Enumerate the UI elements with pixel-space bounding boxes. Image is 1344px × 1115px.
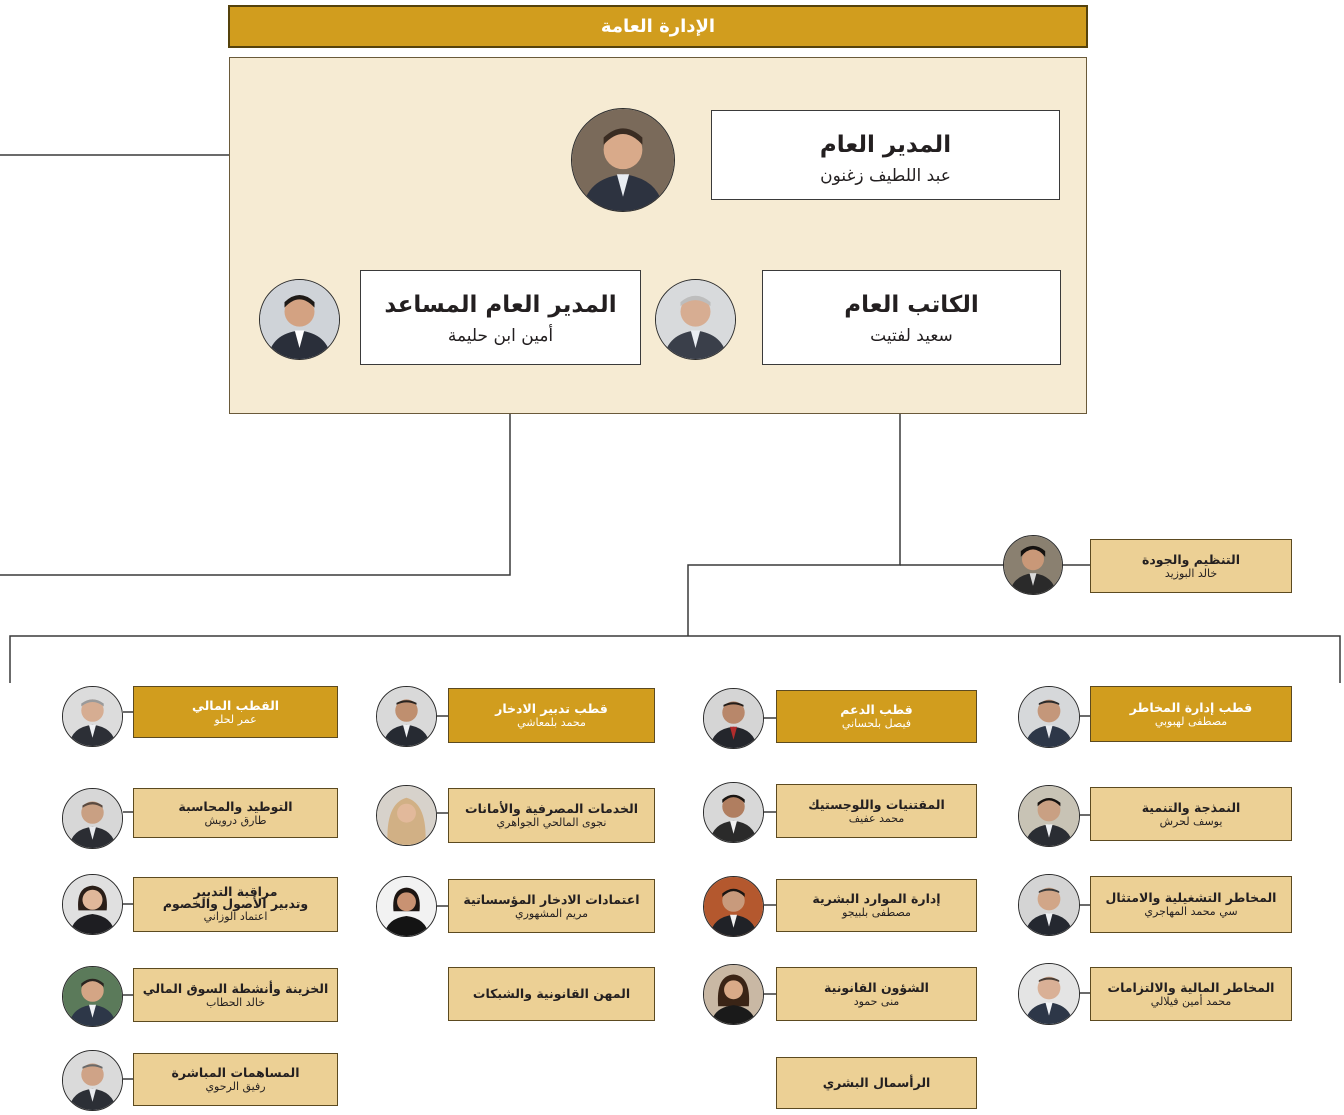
finance-item-0-avatar: [62, 788, 123, 849]
quality-title: التنظيم والجودة: [1142, 551, 1241, 567]
risk-item-2-avatar: [1018, 963, 1080, 1025]
support-item-3-box: الرأسمال البشري: [776, 1057, 977, 1109]
support-head-avatar: [703, 688, 764, 749]
finance-head-name: عمر لحلو: [214, 712, 257, 726]
risk-head-name: مصطفى لهبوبي: [1154, 714, 1228, 728]
savings-item-1-avatar: [376, 876, 437, 937]
support-item-1-title: إدارة الموارد البشرية: [812, 891, 941, 906]
support-item-2-box: الشؤون القانونية منى حمود: [776, 967, 977, 1021]
deputy-box: المدير العام المساعد أمين ابن حليمة: [360, 270, 641, 365]
savings-item-2-box: المهن القانونية والشبكات: [448, 967, 655, 1021]
savings-item-1-box: اعتمادات الادخار المؤسساتية مريم المشهور…: [448, 879, 655, 933]
ceo-name: عبد اللطيف زغنون: [820, 166, 951, 186]
finance-head-box: القطب المالي عمر لحلو: [133, 686, 338, 738]
support-item-0-title: المقتنيات واللوجستيك: [808, 796, 945, 812]
finance-item-3-title: المساهمات المباشرة: [171, 1065, 300, 1080]
quality-name: خالد البوزيد: [1164, 566, 1218, 580]
deputy-title: المدير العام المساعد: [384, 292, 617, 318]
savings-item-1-title: اعتمادات الادخار المؤسساتية: [463, 891, 640, 907]
risk-head-avatar: [1018, 686, 1080, 748]
risk-item-2-title: المخاطر المالية والالتزامات: [1107, 979, 1275, 995]
header-banner: الإدارة العامة: [228, 5, 1088, 48]
risk-item-0-title: النمذجة والتنمية: [1141, 799, 1241, 815]
ceo-box: المدير العام عبد اللطيف زغنون: [711, 110, 1060, 200]
support-item-1-avatar: [703, 876, 764, 937]
risk-item-2-box: المخاطر المالية والالتزامات محمد أمين في…: [1090, 967, 1292, 1021]
savings-head-box: قطب تدبير الادخار محمد بلمعاشي: [448, 688, 655, 743]
ceo-avatar: [571, 108, 675, 212]
support-item-0-box: المقتنيات واللوجستيك محمد عفيف: [776, 784, 977, 838]
finance-item-2-box: الخزينة وأنشطة السوق المالي خالد الحطاب: [133, 968, 338, 1022]
quality-box: التنظيم والجودة خالد البوزيد: [1090, 539, 1292, 593]
support-item-2-title: الشؤون القانونية: [824, 979, 929, 995]
finance-item-3-box: المساهمات المباشرة رفيق الرحوي: [133, 1053, 338, 1106]
risk-item-1-title: المخاطر التشغيلية والامتثال: [1105, 890, 1277, 905]
support-head-title: قطب الدعم: [840, 702, 913, 717]
secretary-box: الكاتب العام سعيد لفتيت: [762, 270, 1061, 365]
quality-avatar: [1003, 535, 1063, 595]
risk-head-box: قطب إدارة المخاطر مصطفى لهبوبي: [1090, 686, 1292, 742]
finance-item-0-name: طارق درويش: [204, 813, 267, 827]
risk-head-title: قطب إدارة المخاطر: [1129, 699, 1253, 715]
risk-item-0-name: يوسف لحرش: [1159, 814, 1223, 828]
finance-item-3-name: رفيق الرحوي: [205, 1080, 266, 1093]
finance-item-0-box: التوطيد والمحاسبة طارق درويش: [133, 788, 338, 838]
deputy-avatar: [259, 279, 340, 360]
support-head-name: فيصل بلحساني: [841, 717, 912, 730]
risk-item-2-name: محمد أمين فيلالي: [1150, 994, 1232, 1008]
support-item-1-box: إدارة الموارد البشرية مصطفى بلبيجو: [776, 879, 977, 932]
finance-item-1-name: اعتماد الوزاني: [203, 910, 268, 923]
support-item-3-title: الرأسمال البشري: [822, 1075, 931, 1090]
finance-head-title: القطب المالي: [191, 697, 280, 713]
savings-item-2-title: المهن القانونية والشبكات: [472, 986, 631, 1001]
savings-item-0-title: الخدمات المصرفية والأمانات: [465, 801, 638, 816]
support-item-1-name: مصطفى بلبيجو: [842, 906, 911, 919]
savings-item-0-box: الخدمات المصرفية والأمانات نجوى المالحي …: [448, 788, 655, 843]
support-head-box: قطب الدعم فيصل بلحساني: [776, 690, 977, 743]
finance-item-1-avatar: [62, 874, 123, 935]
finance-item-2-avatar: [62, 966, 123, 1027]
finance-item-0-title: التوطيد والمحاسبة: [178, 798, 293, 814]
support-item-2-avatar: [703, 964, 764, 1025]
secretary-avatar: [655, 279, 736, 360]
savings-head-title: قطب تدبير الادخار: [495, 701, 608, 716]
risk-item-0-box: النمذجة والتنمية يوسف لحرش: [1090, 787, 1292, 841]
secretary-title: الكاتب العام: [844, 292, 979, 318]
risk-item-1-avatar: [1018, 874, 1080, 936]
support-item-2-name: منى حمود: [853, 994, 900, 1008]
risk-item-1-box: المخاطر التشغيلية والامتثال سي محمد المه…: [1090, 876, 1292, 933]
deputy-name: أمين ابن حليمة: [447, 326, 554, 346]
support-item-0-name: محمد عفيف: [848, 811, 905, 825]
savings-item-0-name: نجوى المالحي الجواهري: [496, 816, 607, 829]
secretary-name: سعيد لفتيت: [870, 326, 953, 346]
risk-item-1-name: سي محمد المهاجري: [1144, 905, 1238, 918]
risk-item-0-avatar: [1018, 785, 1080, 847]
savings-head-avatar: [376, 686, 437, 747]
finance-item-1-title: مراقبة التدبير وتدبير الأصول والخصوم: [162, 884, 309, 911]
savings-item-0-avatar: [376, 785, 437, 846]
finance-head-avatar: [62, 686, 123, 747]
finance-item-2-name: خالد الحطاب: [206, 995, 266, 1009]
finance-item-3-avatar: [62, 1050, 123, 1111]
support-item-0-avatar: [703, 782, 764, 843]
savings-item-1-name: مريم المشهوري: [514, 906, 589, 920]
finance-item-1-box: مراقبة التدبير وتدبير الأصول والخصوم اعت…: [133, 877, 338, 932]
finance-item-2-title: الخزينة وأنشطة السوق المالي: [142, 980, 329, 996]
savings-head-name: محمد بلمعاشي: [517, 716, 586, 729]
ceo-title: المدير العام: [819, 132, 952, 158]
